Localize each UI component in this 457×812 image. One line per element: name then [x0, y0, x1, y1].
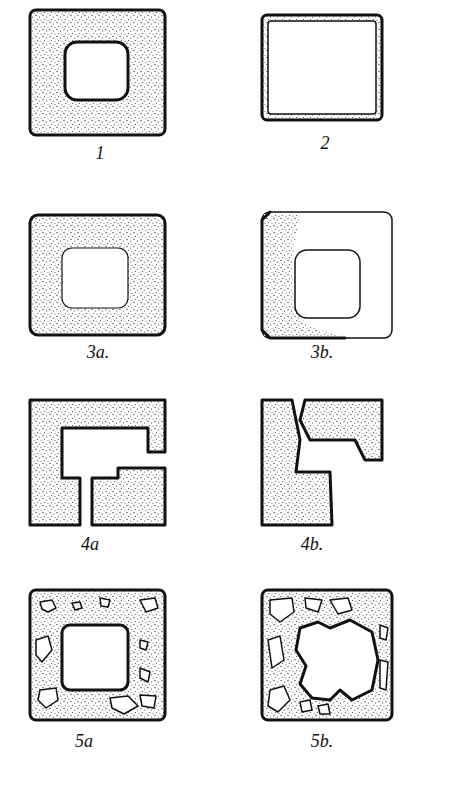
figure-number: 5a: [75, 732, 93, 752]
box-partly-stippled: [262, 212, 392, 338]
figure-number: 5b.: [311, 732, 334, 752]
thick-walled-box: [30, 10, 165, 135]
broken-box: [262, 400, 382, 525]
figure-number: 2: [321, 134, 330, 154]
figure-number: 3b.: [311, 343, 334, 363]
figure-number: 4a: [81, 535, 99, 555]
figure-number: 3a.: [87, 343, 110, 363]
thin-walled-box: [262, 15, 382, 120]
cracked-box: [30, 400, 165, 525]
porous-box: [30, 590, 165, 720]
box-with-soft-core: [30, 215, 165, 335]
eroded-porous-box: [262, 590, 392, 720]
figure-number: 4b.: [301, 535, 324, 555]
figure-number: 1: [96, 144, 105, 164]
